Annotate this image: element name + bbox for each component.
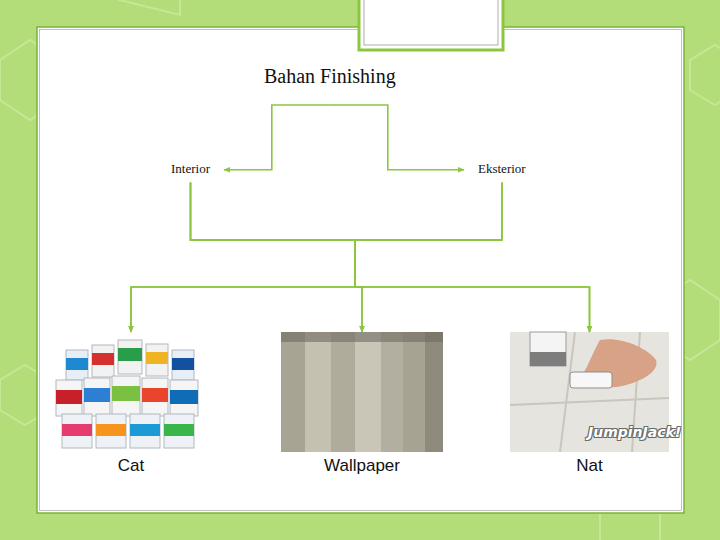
paint-can <box>172 350 194 380</box>
material-node: Wallpaper <box>281 332 443 480</box>
furniture-base <box>530 352 566 366</box>
paint-can <box>84 378 110 416</box>
connector <box>224 105 330 170</box>
material-node: Nat <box>510 332 669 480</box>
watermark: JumpinJack! <box>588 424 681 440</box>
top-tab-inner <box>364 0 498 45</box>
furniture-leg <box>530 332 566 366</box>
paint-can <box>56 380 82 416</box>
paint-can <box>66 350 88 380</box>
paint-can <box>118 340 142 374</box>
photo-ground <box>281 332 443 452</box>
connector <box>131 183 355 332</box>
node-text: Interior <box>171 161 210 177</box>
wallpaper-strip <box>305 332 331 452</box>
paint-can <box>96 414 126 448</box>
sponge <box>570 372 612 388</box>
connector <box>330 105 464 170</box>
content-panel <box>37 27 684 513</box>
paint-can <box>62 414 92 448</box>
category-node: Eksterior <box>464 157 540 183</box>
top-tab <box>359 0 503 50</box>
paint-can <box>112 376 140 416</box>
node-text: Eksterior <box>478 161 526 177</box>
panel-inner-line <box>40 30 682 511</box>
wallpaper-photo <box>281 332 443 452</box>
wallpaper-strip <box>425 332 443 452</box>
wallpaper-shadow <box>281 332 443 342</box>
node-text: Cat <box>50 456 212 476</box>
paint-can <box>130 414 160 448</box>
material-node: Cat <box>50 332 212 480</box>
node-text: Nat <box>510 456 669 476</box>
paint-can <box>142 378 168 416</box>
paint-cans-photo <box>50 332 212 452</box>
node-text: Wallpaper <box>281 456 443 476</box>
connector <box>355 183 590 332</box>
wallpaper-strip <box>381 332 403 452</box>
photo-ground <box>50 332 212 452</box>
wallpaper-strip <box>355 332 381 452</box>
paint-can <box>170 380 198 416</box>
node-text: Bahan Finishing <box>264 64 396 88</box>
wallpaper-strip <box>281 332 305 452</box>
connector <box>191 183 590 332</box>
paint-can <box>146 344 168 376</box>
connector <box>131 183 502 332</box>
category-node: Interior <box>157 157 224 183</box>
root-node: Bahan Finishing <box>258 64 402 105</box>
paint-can <box>164 414 194 448</box>
wallpaper-strip <box>403 332 425 452</box>
connector <box>355 183 502 332</box>
wallpaper-strip <box>331 332 355 452</box>
paint-can <box>92 345 114 377</box>
connector <box>191 183 363 332</box>
